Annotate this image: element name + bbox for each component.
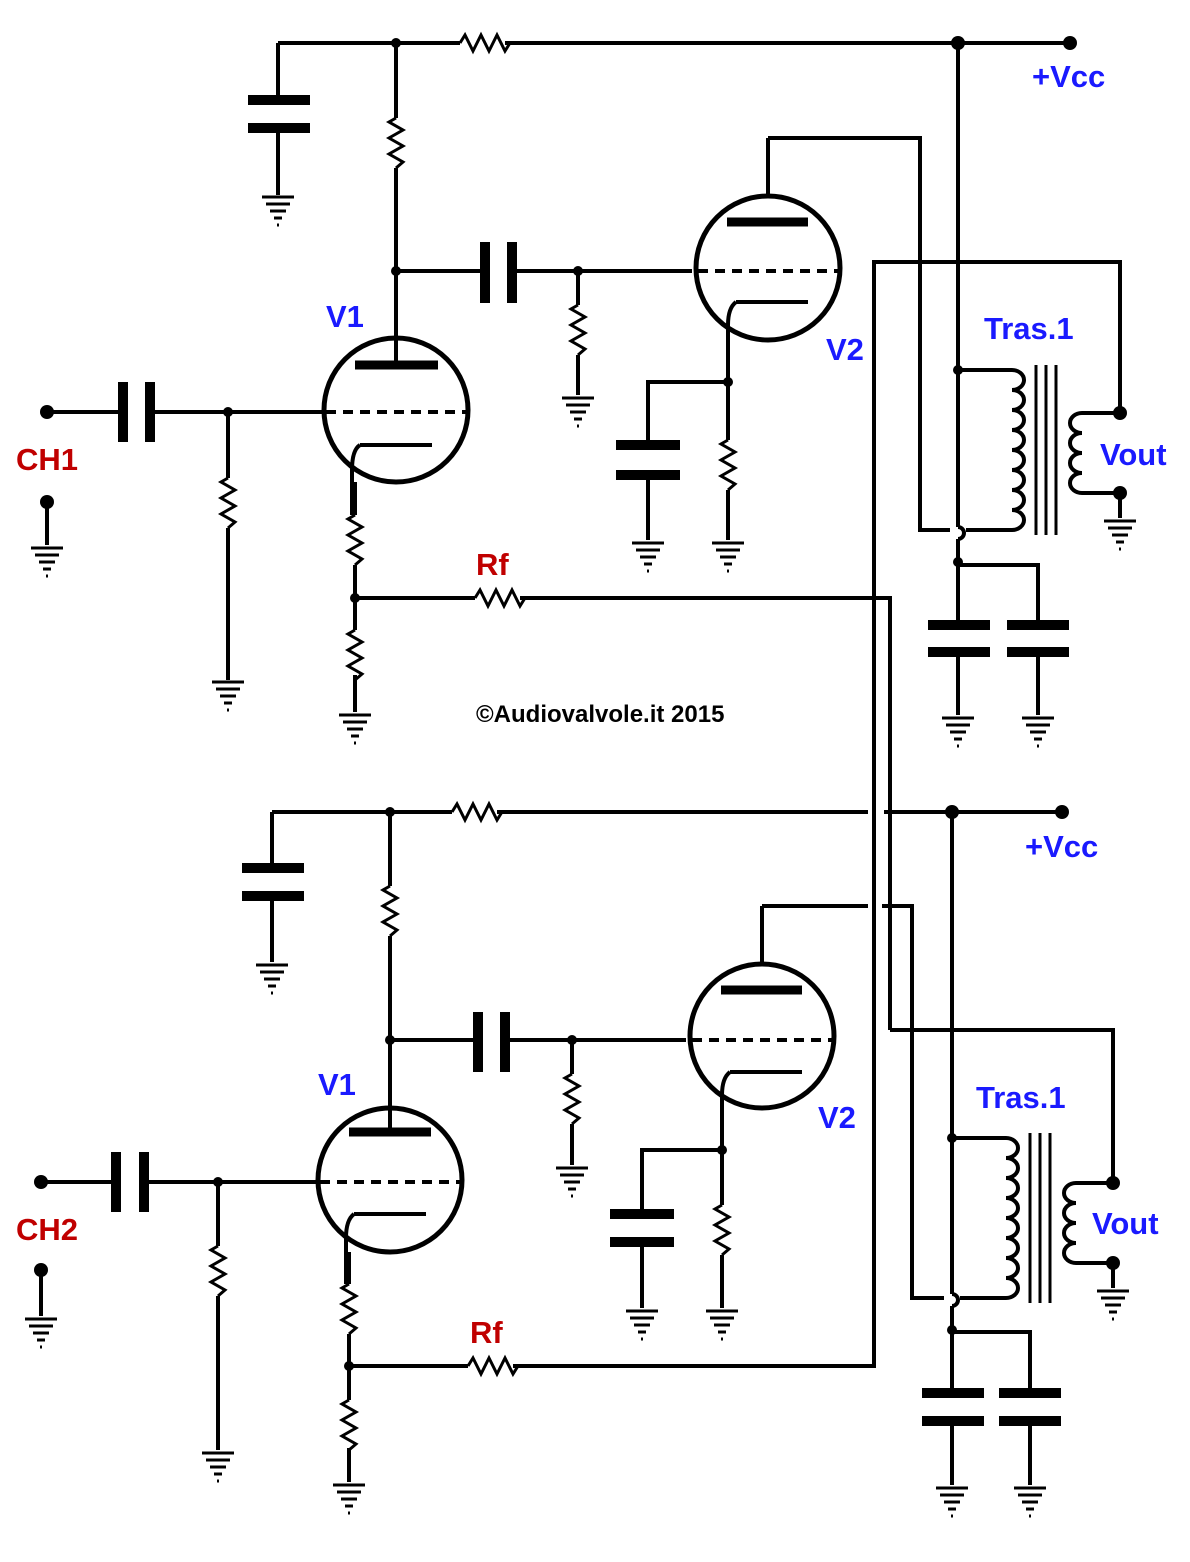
ch2-transformer-label: Tras.1 xyxy=(976,1080,1066,1115)
ch1-ground-6 xyxy=(632,541,744,573)
ch1-filter-capacitor-1 xyxy=(928,620,990,657)
ch2-rf-label: Rf xyxy=(470,1315,503,1350)
ch2-decoupling-capacitor xyxy=(242,863,304,901)
ch1-feedback-resistor xyxy=(473,586,527,610)
ch2-cathode-resistor-1 xyxy=(338,1282,360,1336)
ch2-grid-leak-resistor xyxy=(207,1244,229,1298)
ch2-ground-6 xyxy=(626,1309,738,1341)
ch2-v2-label: V2 xyxy=(818,1100,856,1135)
ch2-secondary-winding xyxy=(1062,1181,1113,1265)
ch1-cathode-resistor-1 xyxy=(344,513,366,567)
ch2-transformer-core xyxy=(1028,1133,1052,1303)
ch1-v2-grid-resistor xyxy=(567,303,589,357)
ch1-v2-cathode-capacitor xyxy=(616,440,680,480)
ch1-v2-label: V2 xyxy=(826,332,864,367)
ch1-filter-capacitor-2 xyxy=(1007,620,1069,657)
ch2-ground-1 xyxy=(256,963,288,995)
labels: +Vcc V1 V2 Tras.1 Vout CH1 Rf ©Audiovalv… xyxy=(16,59,1167,1350)
ch2-coupling-capacitor xyxy=(473,1012,510,1072)
ch2-ground-3 xyxy=(202,1451,234,1483)
channel-1-circuit xyxy=(31,31,1136,1368)
ch1-ground-3 xyxy=(212,680,244,712)
ch2-primary-winding xyxy=(952,1136,1020,1300)
ch2-ground-2 xyxy=(556,1166,588,1198)
ch1-transformer-label: Tras.1 xyxy=(984,311,1074,346)
ch1-vout-label: Vout xyxy=(1100,437,1167,472)
ch2-input-label: CH2 xyxy=(16,1212,78,1247)
credit-text: ©Audiovalvole.it 2015 xyxy=(476,701,724,728)
ch2-vout-label: Vout xyxy=(1092,1206,1159,1241)
ch1-v1-plate-resistor xyxy=(385,116,407,170)
ch1-vcc-label: +Vcc xyxy=(1032,59,1105,94)
ch1-ground-7 xyxy=(1104,519,1136,551)
ch1-cathode-resistor-2 xyxy=(344,628,366,682)
ch2-vcc-label: +Vcc xyxy=(1025,829,1098,864)
ch1-dropping-resistor xyxy=(458,31,512,55)
ch1-v2-cathode-resistor xyxy=(717,438,739,492)
ch1-transformer-core xyxy=(1034,365,1058,535)
ch2-feedback-resistor xyxy=(466,1354,520,1378)
ch2-v1-label: V1 xyxy=(318,1067,356,1102)
ch2-dropping-resistor xyxy=(450,800,504,824)
ch2-filter-capacitor-1 xyxy=(922,1388,984,1426)
ch2-ground-4 xyxy=(25,1317,57,1349)
ch2-v2-cathode-capacitor xyxy=(610,1209,674,1247)
ch2-ground-8 xyxy=(936,1486,1046,1518)
ch2-v2-grid-resistor xyxy=(561,1072,583,1126)
ch1-input-label: CH1 xyxy=(16,442,78,477)
ch1-secondary-winding xyxy=(1068,411,1120,495)
ch2-cathode-resistor-2 xyxy=(338,1398,360,1452)
ch2-v1-plate-resistor xyxy=(379,884,401,938)
ch1-vcc-terminal xyxy=(1063,36,1077,50)
ch2-input-capacitor xyxy=(111,1152,149,1212)
ch1-primary-winding xyxy=(958,368,1026,532)
ch1-coupling-capacitor xyxy=(480,242,517,303)
ch2-ground-5 xyxy=(333,1483,365,1515)
ch2-v2-cathode-resistor xyxy=(711,1203,733,1257)
ch2-vcc-terminal xyxy=(1055,805,1069,819)
ch1-ground-2 xyxy=(562,396,594,428)
ch1-ground-5 xyxy=(339,713,371,745)
channel-2-circuit xyxy=(25,800,1129,1518)
ch1-decoupling-capacitor xyxy=(248,95,310,133)
ch1-rf-label: Rf xyxy=(476,547,509,582)
ch1-grid-leak-resistor xyxy=(217,476,239,530)
ch1-ground-1 xyxy=(262,195,294,227)
ch2-ground-7 xyxy=(1097,1289,1129,1321)
ch1-input-capacitor xyxy=(118,382,155,442)
ch2-filter-capacitor-2 xyxy=(999,1388,1061,1426)
ch1-ground-8 xyxy=(942,716,1054,748)
ch1-v1-label: V1 xyxy=(326,299,364,334)
ch1-ground-4 xyxy=(31,546,63,578)
